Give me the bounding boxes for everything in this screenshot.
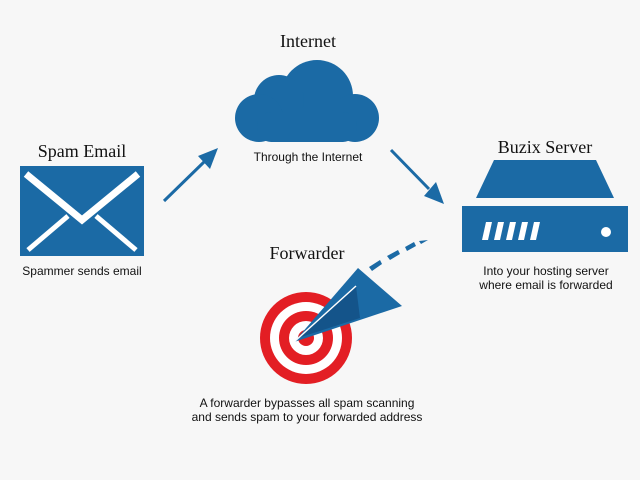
spam-email-title: Spam Email — [37, 141, 127, 161]
forwarder-caption-line2: and sends spam to your forwarded address — [191, 410, 423, 424]
forwarder-title: Forwarder — [269, 243, 345, 263]
spam-email-caption: Spammer sends email — [22, 264, 142, 278]
internet-caption: Through the Internet — [253, 150, 363, 164]
internet-title: Internet — [280, 31, 336, 51]
server-caption-line1: Into your hosting server — [483, 264, 609, 278]
envelope-icon — [20, 166, 144, 256]
server-caption: Into your hosting server where email is … — [460, 264, 632, 292]
arrow-down-icon — [389, 148, 444, 204]
server-caption-line2: where email is forwarded — [479, 278, 613, 292]
server-icon — [462, 160, 628, 252]
forwarder-caption: A forwarder bypasses all spam scanning a… — [170, 396, 444, 424]
server-title: Buzix Server — [497, 137, 593, 157]
arrow-up-icon — [162, 148, 218, 203]
cloud-icon — [235, 60, 379, 142]
paper-plane-icon — [293, 240, 428, 343]
forwarder-caption-line1: A forwarder bypasses all spam scanning — [199, 396, 415, 410]
